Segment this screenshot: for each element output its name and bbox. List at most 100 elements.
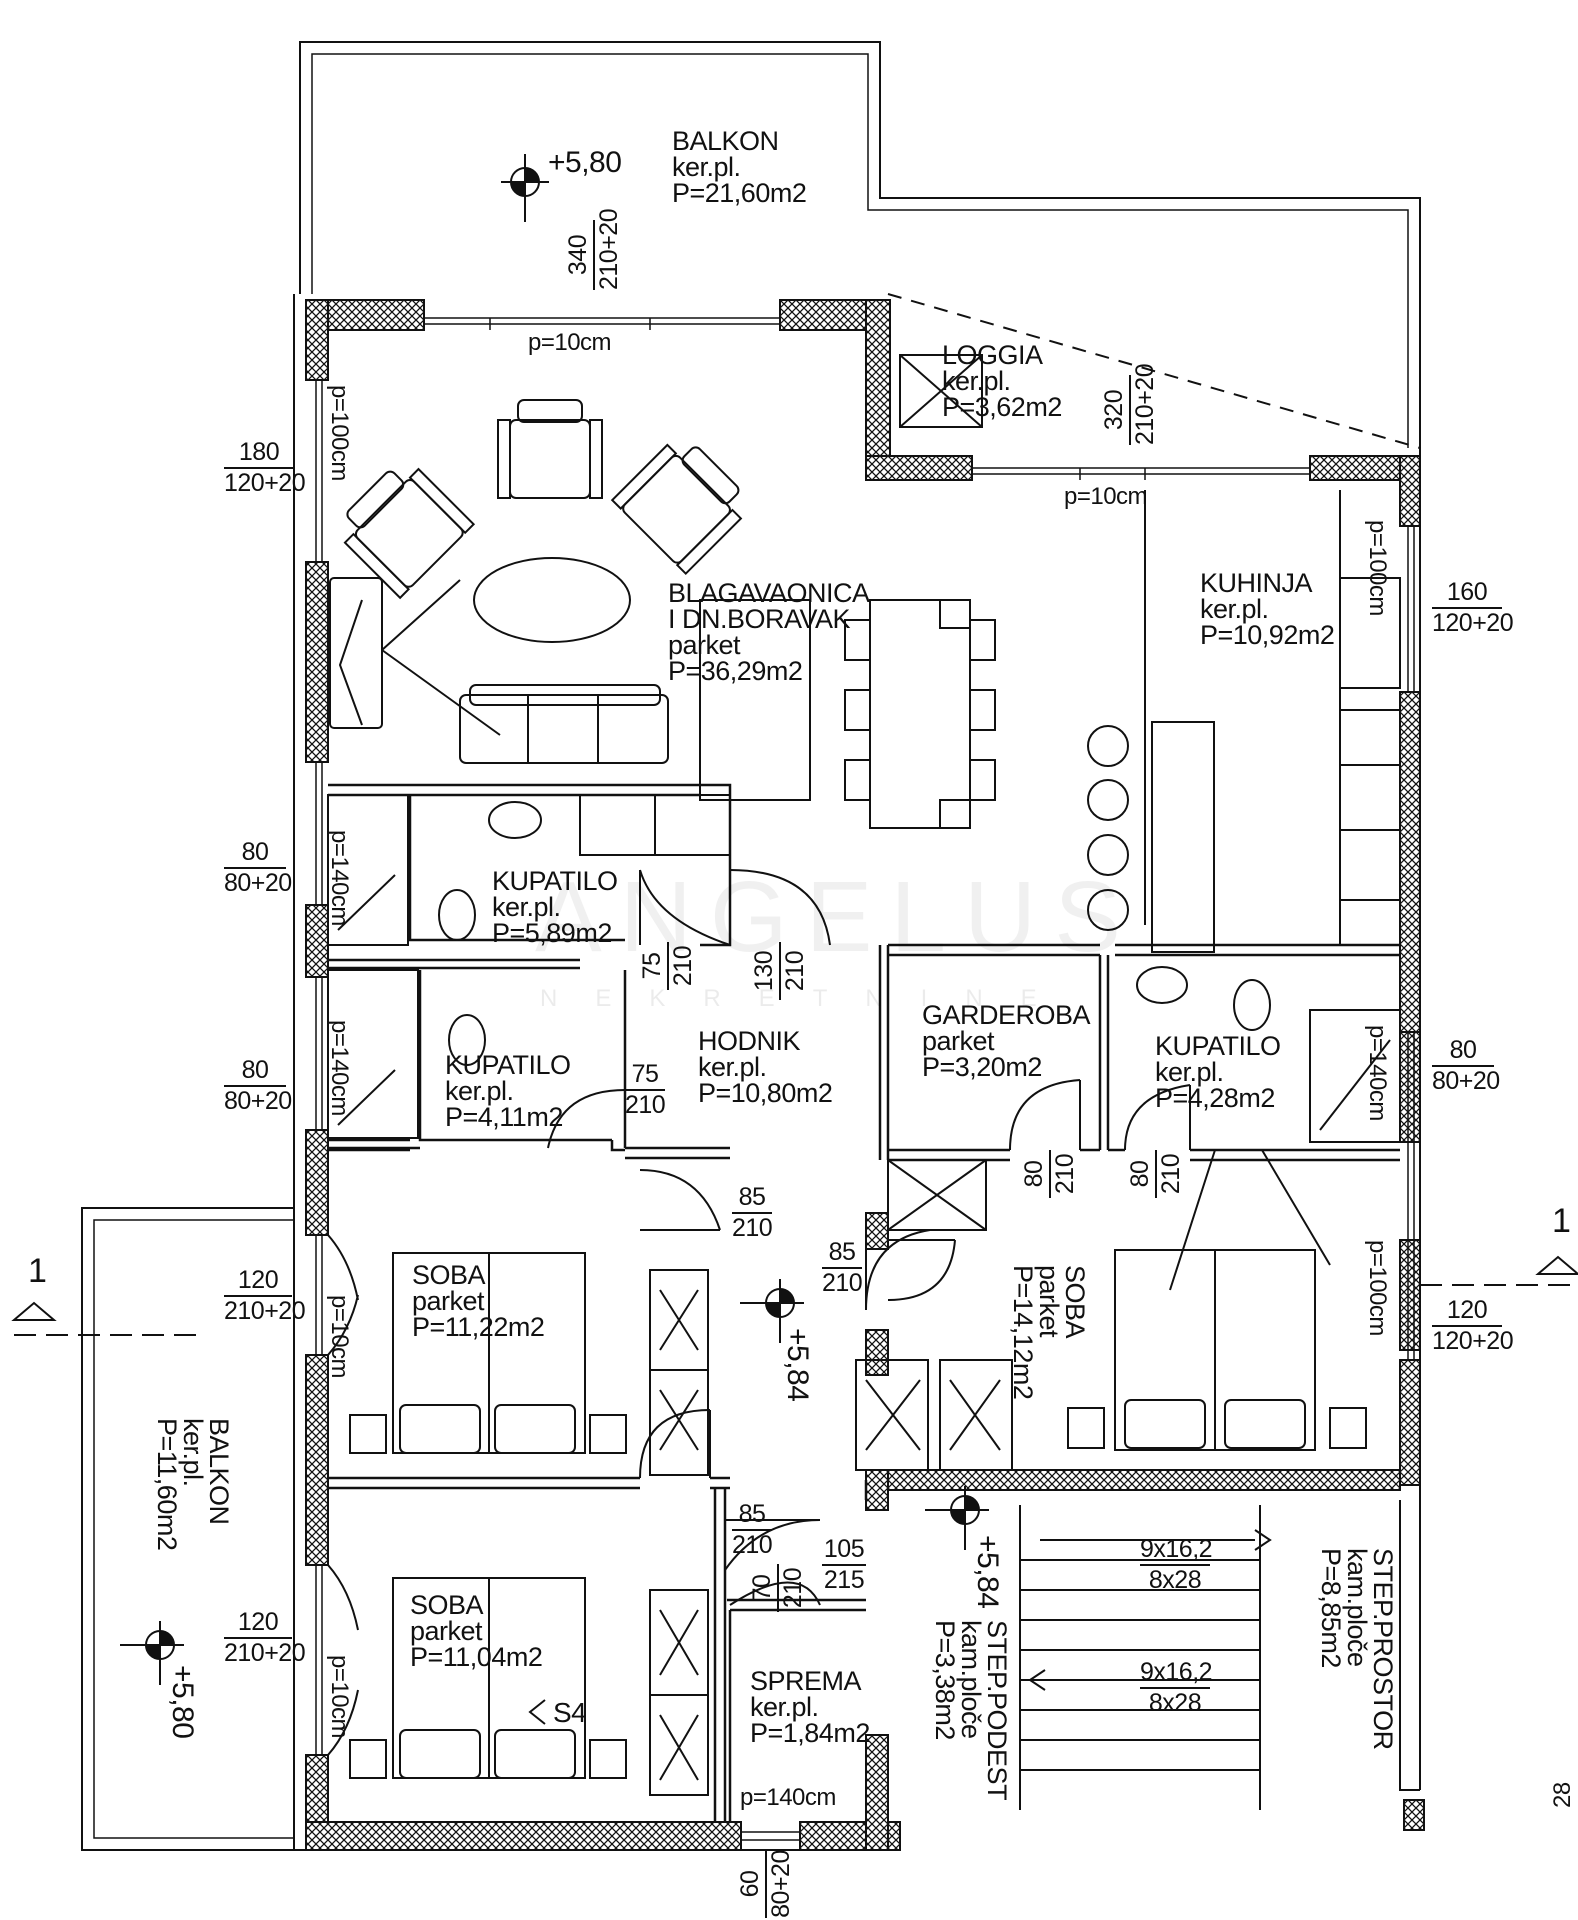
room-label-hall: HODNIK ker.pl. P=10,80m2 [698, 1028, 833, 1108]
room-floor: ker.pl. [672, 152, 741, 182]
room-area: P=5,89m2 [492, 918, 612, 948]
windows [315, 317, 1415, 1841]
room-area: P=8,85m2 [1316, 1548, 1346, 1668]
room-floor: ker.pl. [1200, 594, 1269, 624]
room-name: SPREMA [750, 1666, 862, 1696]
room-area: P=11,22m2 [412, 1312, 545, 1342]
parapet-left-5: p=10cm [326, 1655, 353, 1739]
parapet-loggia: p=10cm [1064, 483, 1148, 510]
room-label-stairs: STEP.PROSTOR kam.ploče P=8,85m2 [1316, 1548, 1398, 1750]
room-floor: ker.pl. [1155, 1057, 1224, 1087]
room-name: STEP.PROSTOR [1368, 1548, 1398, 1750]
room-name: KUPATILO [1155, 1031, 1281, 1061]
partitions [328, 783, 1400, 1822]
doors [327, 869, 1191, 1756]
watermark-subtitle: NEKRETNINE [540, 985, 1075, 1012]
room-label-wardrobe: GARDEROBA parket P=3,20m2 [922, 1000, 1091, 1082]
room-name: KUHINJA [1200, 568, 1313, 598]
room-area: P=10,92m2 [1200, 620, 1335, 650]
room-name: KUPATILO [445, 1050, 571, 1080]
section-label-right: 1 [1552, 1202, 1571, 1240]
room-floor: parket [1034, 1265, 1064, 1338]
room-area: P=10,80m2 [698, 1078, 833, 1108]
room-area: P=4,11m2 [445, 1102, 563, 1132]
walls [305, 299, 1425, 1851]
room-floor: kam.ploče [1342, 1548, 1372, 1667]
room-label-bath3: KUPATILO ker.pl. P=4,28m2 [1155, 1031, 1281, 1113]
room-area: P=4,28m2 [1155, 1083, 1275, 1113]
room-area: P=3,62m2 [942, 392, 1062, 422]
parapet-right-1: p=100cm [1364, 520, 1391, 616]
room-area: P=14,12m2 [1008, 1265, 1038, 1400]
room-floor: ker.pl. [750, 1692, 819, 1722]
parapet-bottom: p=140cm [740, 1784, 836, 1811]
room-name: BALKON [204, 1418, 234, 1525]
room-label-loggia: LOGGIA ker.pl. P=3,62m2 [942, 340, 1062, 422]
room-floor: parket [410, 1616, 483, 1646]
room-label-room3: SOBA parket P=11,04m2 [410, 1590, 543, 1672]
room-name: SOBA [410, 1590, 484, 1620]
room-area: P=36,29m2 [668, 656, 803, 686]
level-landing: +5,84 [971, 1535, 1004, 1609]
room-name: STEP.PODEST [982, 1620, 1012, 1801]
room-label-bath2: KUPATILO ker.pl. P=4,11m2 [445, 1050, 571, 1132]
parapet-left-3: p=140cm [326, 1020, 353, 1116]
room-name: KUPATILO [492, 866, 618, 896]
room-area: P=1,84m2 [750, 1718, 870, 1748]
room-floor: ker.pl. [492, 892, 561, 922]
room-name: GARDEROBA [922, 1000, 1091, 1030]
room-floor: ker.pl. [178, 1418, 208, 1487]
section-label-left: 1 [28, 1252, 47, 1290]
room-label-balkon-left: BALKON ker.pl. P=11,60m2 [152, 1418, 234, 1550]
parapet-left-1: p=100cm [326, 385, 353, 481]
room-label-dining: BLAGAVAONICA I DN.BORAVAK parket P=36,29… [668, 580, 870, 686]
room-floor: parket [412, 1286, 485, 1316]
room-floor: parket [668, 630, 741, 660]
parapet-top: p=10cm [528, 329, 612, 356]
level-left: +5,80 [166, 1665, 199, 1739]
room-area: P=21,60m2 [672, 178, 807, 208]
room-area: P=3,38m2 [930, 1620, 960, 1740]
room-label-landing: STEP.PODEST kam.ploče P=3,38m2 [930, 1620, 1012, 1801]
balcony-top-outline [299, 41, 1421, 448]
section-markers [11, 1255, 1578, 1336]
room-area: P=11,04m2 [410, 1642, 543, 1672]
room-floor: parket [922, 1026, 995, 1056]
room-name: LOGGIA [942, 340, 1043, 370]
room-label-room2: SOBA parket P=14,12m2 [1008, 1265, 1090, 1400]
room-floor: ker.pl. [942, 366, 1011, 396]
room-area: P=3,20m2 [922, 1052, 1042, 1082]
room-label-storage: SPREMA ker.pl. P=1,84m2 [750, 1666, 870, 1748]
loggia-dashed-edge [887, 293, 1421, 449]
level-top: +5,80 [548, 146, 622, 179]
edge-note: 28 [1549, 1782, 1576, 1808]
stair-code: S4 [553, 1697, 587, 1728]
watermark-logo: ANGELUS [535, 861, 1139, 973]
parapet-right-3: p=100cm [1364, 1240, 1391, 1336]
parapet-left-4: p=10cm [326, 1295, 353, 1379]
balcony-left-outline [81, 1207, 294, 1851]
level-center: +5,84 [781, 1328, 814, 1402]
room-floor: ker.pl. [698, 1052, 767, 1082]
room-name-line2: I DN.BORAVAK [668, 604, 851, 634]
room-floor: ker.pl. [445, 1076, 514, 1106]
room-label-bath1: KUPATILO ker.pl. P=5,89m2 [492, 866, 618, 948]
room-name: SOBA [412, 1260, 486, 1290]
